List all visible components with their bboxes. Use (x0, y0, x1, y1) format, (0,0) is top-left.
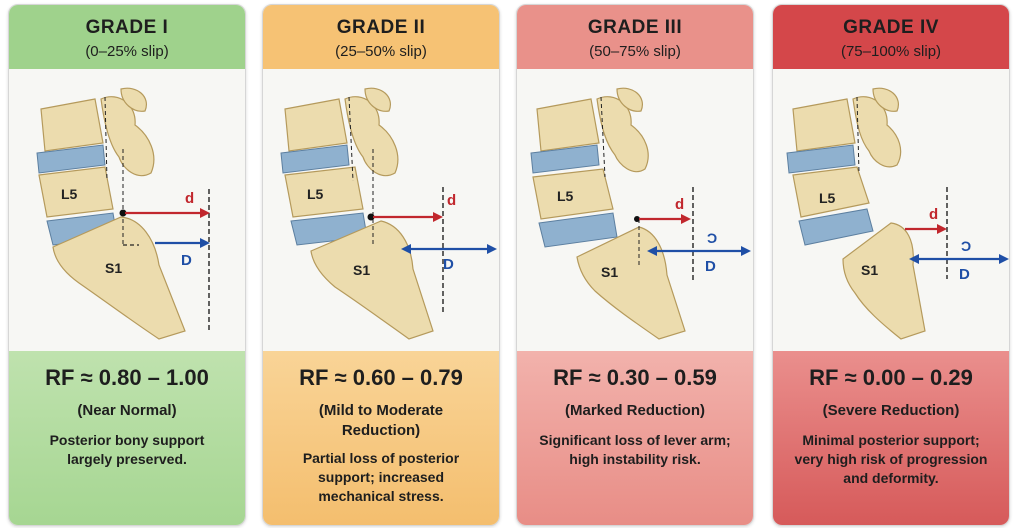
spine-diagram: L5 S1 d D (280, 87, 497, 340)
grade-1-spine-illustration: L5 S1 d D (9, 69, 245, 351)
facet-upper (616, 87, 643, 112)
grade-1-header: GRADE I (0–25% slip) (9, 5, 245, 70)
disc-lower (798, 208, 874, 246)
vertebra-label-upper: L5 (557, 188, 574, 204)
rf-value: RF ≈ 0.30 – 0.59 (553, 365, 717, 390)
posterior-elements (852, 96, 902, 168)
grade-4-rf-box: RF ≈ 0.00 – 0.29 (Severe Reduction) Mini… (773, 351, 1009, 525)
l5-vertebra (38, 166, 114, 218)
disc-upper (786, 144, 856, 174)
spine-diagram: L5 S1 d Ɔ D (786, 87, 1009, 340)
extra-label: Ɔ (707, 230, 717, 246)
spine-diagram: L5 S1 d Ɔ D (530, 87, 751, 340)
rf-value: RF ≈ 0.00 – 0.29 (809, 365, 973, 390)
grade-title: GRADE II (336, 17, 426, 38)
upper-vertebra (792, 98, 856, 152)
vertebra-label-upper: L5 (819, 190, 836, 206)
d-label: d (675, 196, 684, 213)
upper-vertebra (536, 98, 600, 152)
grade-slip-range: (75–100% slip) (840, 43, 942, 60)
grade-4-spine-illustration: L5 S1 d Ɔ D (773, 69, 1009, 351)
D-arrowhead-left (401, 244, 411, 254)
grade-1-panel: GRADE I (0–25% slip) (8, 4, 246, 526)
spine-diagram: L5 S1 d D (36, 87, 210, 340)
d-arrowhead (937, 224, 947, 234)
rf-description: Partial loss of posterior support; incre… (302, 450, 460, 504)
grade-3-spine-illustration: L5 S1 d Ɔ D (517, 69, 753, 351)
rf-category: (Severe Reduction) (822, 402, 960, 419)
d-label: d (447, 192, 456, 209)
rf-description: Significant loss of lever arm; high inst… (539, 432, 731, 467)
rf-category: (Near Normal) (77, 402, 177, 419)
grade-4-panel: GRADE IV (75–100% slip) L5 S1 (772, 4, 1010, 526)
pivot-point (367, 213, 375, 221)
grade-title: GRADE III (587, 17, 683, 38)
d-label: d (185, 190, 194, 207)
d-arrowhead (433, 212, 443, 222)
grade-2-rf-box: RF ≈ 0.60 – 0.79 (Mild to Moderate Reduc… (263, 351, 499, 525)
facet-upper (872, 87, 899, 112)
posterior-elements (100, 96, 155, 177)
grade-3-header: GRADE III (50–75% slip) (517, 5, 753, 70)
d-label: d (929, 206, 938, 223)
l5-vertebra (284, 166, 364, 218)
vertebra-label-upper: L5 (61, 186, 78, 202)
d-arrowhead (200, 208, 210, 218)
s1-sacrum (310, 220, 434, 340)
posterior-elements (344, 96, 399, 177)
disc-upper (280, 144, 350, 174)
rf-category: (Marked Reduction) (564, 402, 705, 419)
grade-title: GRADE IV (843, 17, 939, 38)
facet-upper (120, 87, 147, 112)
D-arrowhead (200, 238, 210, 248)
grade-slip-range: (0–25% slip) (85, 43, 169, 60)
D-arrowhead-right (487, 244, 497, 254)
pivot-point (119, 209, 127, 217)
D-label: D (959, 266, 970, 283)
posterior-elements (596, 96, 649, 173)
upper-vertebra (284, 98, 348, 152)
D-arrowhead-left (647, 246, 657, 256)
vertebra-label-lower: S1 (105, 260, 122, 276)
vertebra-label-lower: S1 (601, 264, 618, 280)
grade-3-rf-box: RF ≈ 0.30 – 0.59 (Marked Reduction) Sign… (517, 351, 753, 525)
s1-sacrum (842, 222, 926, 340)
upper-vertebra (40, 98, 104, 152)
grade-2-panel: GRADE II (25–50% slip) L5 (262, 4, 500, 526)
D-arrowhead-right (741, 246, 751, 256)
rf-value: RF ≈ 0.80 – 1.00 (45, 365, 209, 390)
rf-category: (Mild to Moderate Reduction) (318, 402, 444, 439)
facet-upper (364, 87, 391, 112)
grade-3-panel: GRADE III (50–75% slip) L (516, 4, 754, 526)
grade-title: GRADE I (85, 17, 169, 38)
d-arrowhead (681, 214, 691, 224)
rf-description: Posterior bony support largely preserved… (49, 432, 205, 467)
D-label: D (705, 258, 716, 275)
vertebra-label-lower: S1 (353, 262, 370, 278)
disc-upper (530, 144, 600, 174)
extra-label: Ɔ (961, 238, 971, 254)
grade-slip-range: (25–50% slip) (335, 43, 427, 60)
s1-sacrum (576, 226, 686, 340)
vertebra-label-lower: S1 (861, 262, 878, 278)
D-arrowhead-right (999, 254, 1009, 264)
l5-vertebra (532, 168, 614, 220)
disc-upper (36, 144, 106, 174)
l5-vertebra (792, 166, 870, 218)
grade-2-header: GRADE II (25–50% slip) (263, 5, 499, 70)
grade-slip-range: (50–75% slip) (589, 43, 681, 60)
D-arrowhead-left (909, 254, 919, 264)
D-label: D (181, 252, 192, 269)
vertebra-label-upper: L5 (307, 186, 324, 202)
rf-value: RF ≈ 0.60 – 0.79 (299, 365, 463, 390)
pivot-point (634, 216, 640, 222)
rf-description: Minimal posterior support; very high ris… (794, 432, 988, 486)
grade-4-header: GRADE IV (75–100% slip) (773, 5, 1009, 70)
D-label: D (443, 256, 454, 273)
grade-1-rf-box: RF ≈ 0.80 – 1.00 (Near Normal) Posterior… (9, 351, 245, 525)
s1-sacrum (52, 216, 186, 340)
grade-2-spine-illustration: L5 S1 d D (263, 69, 499, 351)
